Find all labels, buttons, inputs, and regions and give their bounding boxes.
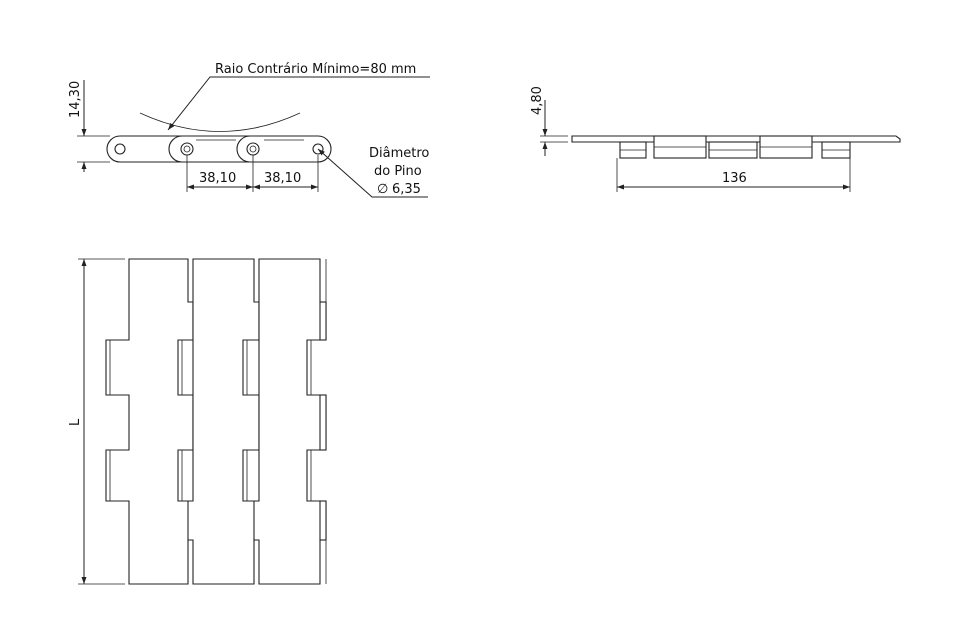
pin-label-line-2: do Pino — [374, 164, 422, 179]
pin-diameter-value: 6,35 — [392, 182, 421, 197]
width-dim-label: 136 — [722, 171, 747, 186]
pin-hole-3 — [246, 142, 260, 156]
top-view: L — [68, 258, 327, 585]
thickness-dim-label: 4,80 — [530, 86, 545, 115]
pitch-1-label: 38,10 — [199, 171, 236, 186]
radius-note-label: Raio Contrário Mínimo=80 mm — [215, 62, 416, 77]
edge-tab — [319, 500, 327, 541]
pin-leader-line — [317, 148, 428, 198]
pin-label-line-1: Diâmetro — [369, 146, 429, 161]
pin-hole-3-inner — [249, 145, 257, 153]
edge-tab — [319, 301, 327, 341]
chain-segment-3 — [253, 258, 327, 585]
edge-tab — [319, 394, 327, 451]
chain-segment-1 — [105, 258, 194, 585]
pin-hole-1 — [114, 143, 126, 155]
pin-diameter-symbol: ∅ — [377, 182, 388, 197]
top-plate — [571, 135, 901, 143]
chain-segment-2 — [187, 258, 260, 585]
counter-radius-arc — [139, 112, 301, 132]
pin-hole-2 — [180, 142, 194, 156]
length-dim-label: L — [68, 418, 83, 426]
radius-leader-line — [167, 76, 430, 131]
height-dim-label: 14,30 — [68, 81, 83, 118]
front-view: 4,80 136 — [530, 86, 901, 192]
side-view: Raio Contrário Mínimo=80 mm 14,30 38,10 … — [68, 62, 430, 198]
pin-hole-2-inner — [183, 145, 191, 153]
pitch-2-label: 38,10 — [264, 171, 301, 186]
